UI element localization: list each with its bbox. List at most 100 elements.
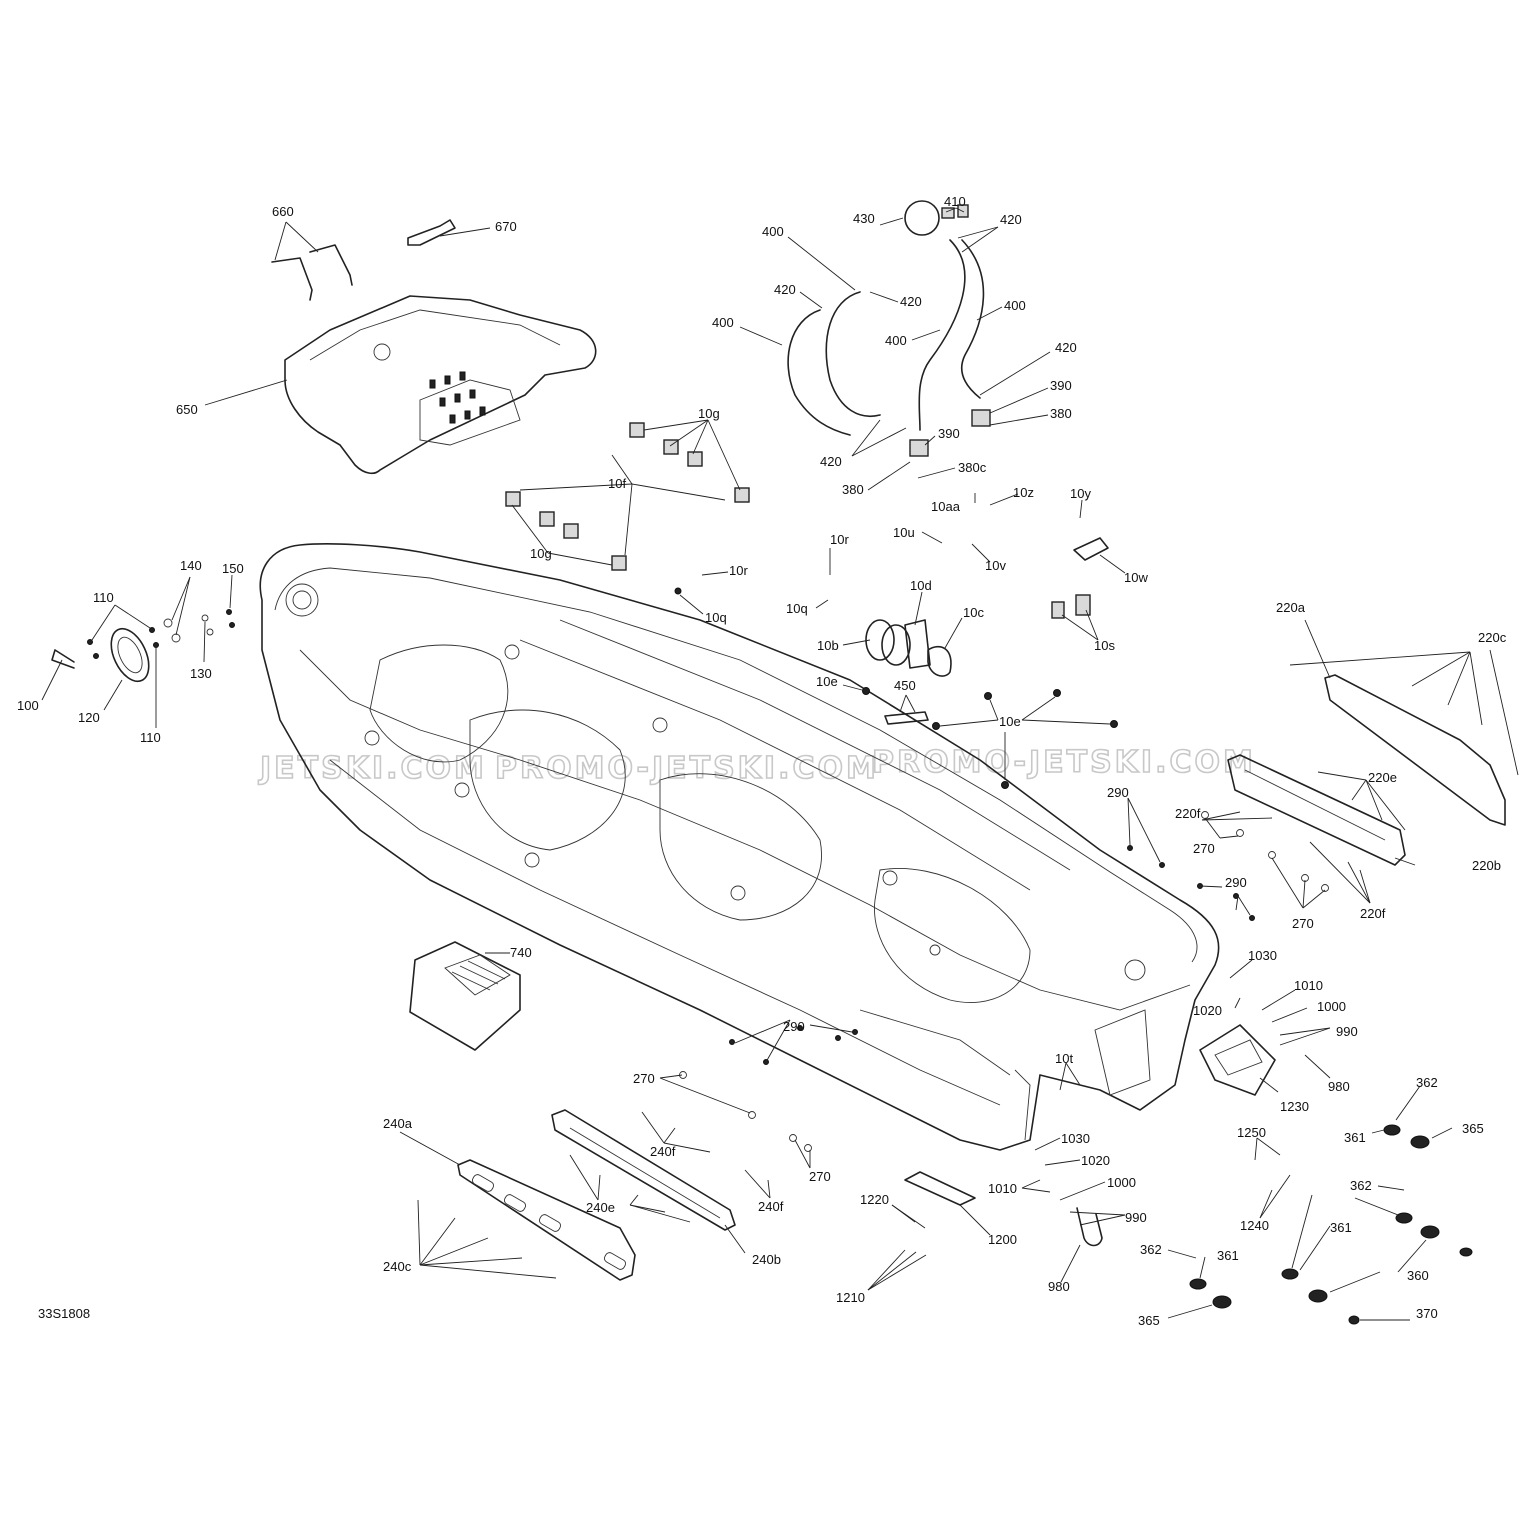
- hull: [259, 543, 1220, 1151]
- callout-370: 370: [1416, 1306, 1438, 1321]
- callout-240a: 240a: [383, 1116, 413, 1131]
- callout-400-d: 400: [885, 333, 907, 348]
- callout-1220: 1220: [860, 1192, 889, 1207]
- callout-10w: 10w: [1124, 570, 1148, 585]
- callout-670: 670: [495, 219, 517, 234]
- u-bolt-980: [1076, 1207, 1103, 1247]
- callout-240f-b: 240f: [758, 1199, 784, 1214]
- callout-410: 410: [944, 194, 966, 209]
- callout-420-a: 420: [1000, 212, 1022, 227]
- callout-400-c: 400: [1004, 298, 1026, 313]
- cover-120: [110, 627, 150, 683]
- clip-100: [51, 649, 75, 669]
- valve-380a: [971, 409, 991, 427]
- hoses-400: [787, 200, 985, 436]
- callout-100: 100: [17, 698, 39, 713]
- callout-270-c: 270: [633, 1071, 655, 1086]
- callout-270-d: 270: [809, 1169, 831, 1184]
- callout-10aa: 10aa: [931, 499, 961, 514]
- callout-990-b: 990: [1125, 1210, 1147, 1225]
- bracket-10d: [904, 619, 931, 669]
- callout-10r-a: 10r: [830, 532, 849, 547]
- callout-420-d: 420: [1055, 340, 1077, 355]
- callout-1210: 1210: [836, 1290, 865, 1305]
- callout-1000-a: 1000: [1317, 999, 1346, 1014]
- callout-10b: 10b: [817, 638, 839, 653]
- callout-650: 650: [176, 402, 198, 417]
- callout-10q-b: 10q: [705, 610, 727, 625]
- callout-380c: 380c: [958, 460, 987, 475]
- callout-10z: 10z: [1013, 485, 1034, 500]
- callout-1240: 1240: [1240, 1218, 1269, 1233]
- callout-1200: 1200: [988, 1232, 1017, 1247]
- callout-430: 430: [853, 211, 875, 226]
- callout-450: 450: [894, 678, 916, 693]
- callout-390-b: 390: [938, 426, 960, 441]
- callout-220b: 220b: [1472, 858, 1501, 873]
- callout-361-a: 361: [1344, 1130, 1366, 1145]
- watermark-text-2: PROMO-JETSKI.COM: [495, 751, 879, 786]
- callout-10u: 10u: [893, 525, 915, 540]
- callout-290-a: 290: [1107, 785, 1129, 800]
- valve-380b: [909, 439, 929, 457]
- callout-1000-b: 1000: [1107, 1175, 1136, 1190]
- storage-bin-650: [284, 295, 597, 475]
- callout-980-b: 980: [1048, 1279, 1070, 1294]
- callout-labels: 660 670 650 430 410 420 400 420 420 400 …: [17, 194, 1507, 1328]
- callout-220e: 220e: [1368, 770, 1397, 785]
- strap-670: [407, 219, 456, 246]
- block-740: [409, 941, 521, 1051]
- plate-450: [884, 711, 929, 725]
- callout-140: 140: [180, 558, 202, 573]
- callout-10q-a: 10q: [786, 601, 808, 616]
- rail-240b: [551, 1109, 736, 1231]
- callout-10e-b: 10e: [999, 714, 1021, 729]
- callout-362-b: 362: [1350, 1178, 1372, 1193]
- callout-365-b: 365: [1138, 1313, 1160, 1328]
- hardware-fasteners: [87, 587, 1329, 1152]
- callout-10v: 10v: [985, 558, 1006, 573]
- leader-lines: [41, 207, 1519, 1321]
- callout-360: 360: [1407, 1268, 1429, 1283]
- callout-220f-a: 220f: [1175, 806, 1201, 821]
- callout-1250: 1250: [1237, 1125, 1266, 1140]
- callout-10g-a: 10g: [698, 406, 720, 421]
- clips-10g: [505, 422, 750, 571]
- callout-1020-a: 1020: [1193, 1003, 1222, 1018]
- callout-220c: 220c: [1478, 630, 1507, 645]
- board-220a: [1324, 674, 1506, 826]
- callout-990-a: 990: [1336, 1024, 1358, 1039]
- intake-grate-1230: [1199, 1024, 1276, 1096]
- callout-390-a: 390: [1050, 378, 1072, 393]
- callout-10e-a: 10e: [816, 674, 838, 689]
- watermark-text-3: PROMO-JETSKI.COM: [872, 745, 1256, 780]
- callout-130: 130: [190, 666, 212, 681]
- callout-290-b: 290: [1225, 875, 1247, 890]
- callout-110-a: 110: [93, 590, 114, 605]
- callout-10d: 10d: [910, 578, 932, 593]
- callout-150: 150: [222, 561, 244, 576]
- watermark-text-1: JETSKI.COM: [258, 751, 487, 786]
- diagram-reference: 33S1808: [38, 1306, 90, 1321]
- callout-240b: 240b: [752, 1252, 781, 1267]
- callout-380-a: 380: [1050, 406, 1072, 421]
- grab-straps-660: [271, 244, 353, 301]
- callout-365-a: 365: [1462, 1121, 1484, 1136]
- callout-110-b: 110: [140, 730, 161, 745]
- callout-420-e: 420: [820, 454, 842, 469]
- callout-361-b: 361: [1330, 1220, 1352, 1235]
- callout-270-a: 270: [1193, 841, 1215, 856]
- callout-400-b: 400: [712, 315, 734, 330]
- callout-290-c: 290: [783, 1019, 805, 1034]
- callout-380-b: 380: [842, 482, 864, 497]
- callout-420-b: 420: [774, 282, 796, 297]
- watermark: JETSKI.COM PROMO-JETSKI.COM PROMO-JETSKI…: [257, 744, 1256, 787]
- callout-1010-a: 1010: [1294, 978, 1323, 993]
- callout-120: 120: [78, 710, 100, 725]
- callout-740: 740: [510, 945, 532, 960]
- brackets-10s: [1051, 594, 1091, 619]
- callout-400-a: 400: [762, 224, 784, 239]
- callout-220a: 220a: [1276, 600, 1306, 615]
